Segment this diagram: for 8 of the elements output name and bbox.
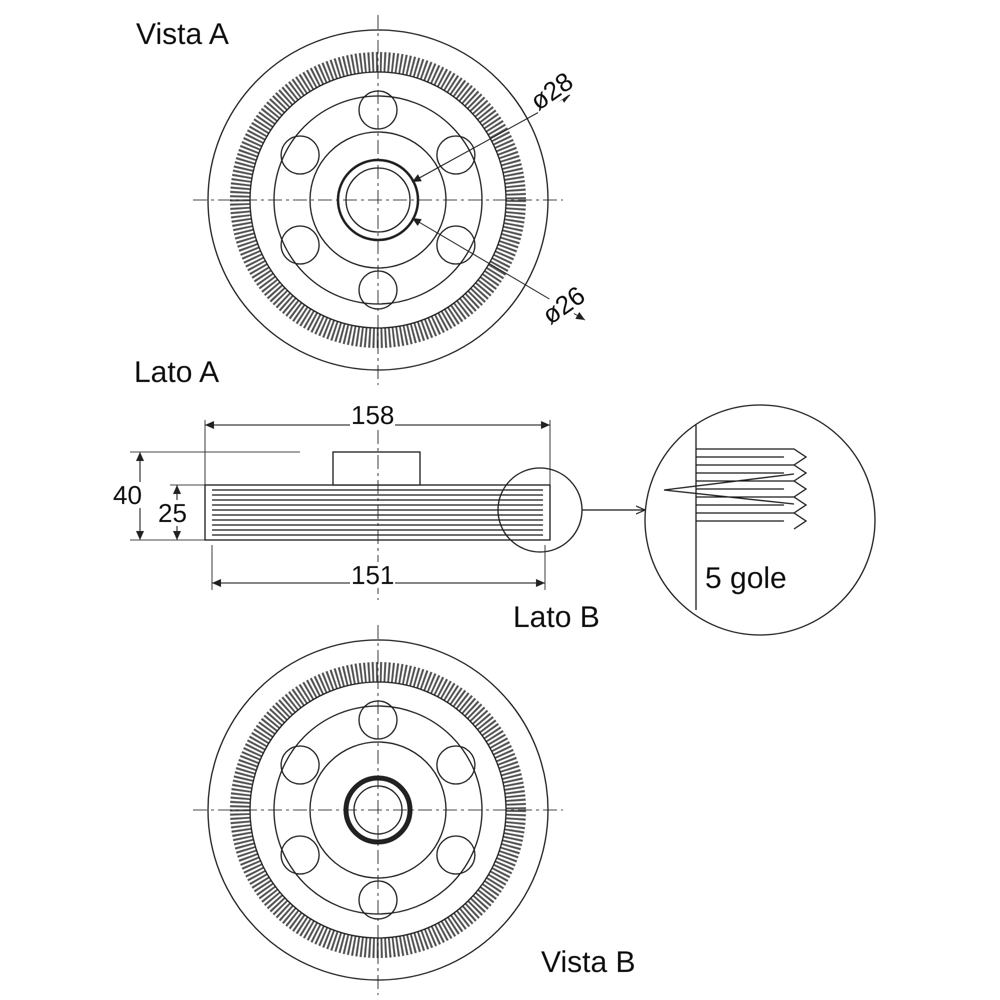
magnified-detail-circle (644, 404, 876, 636)
arrow (582, 505, 646, 515)
detail-circle (497, 467, 583, 553)
dimension-label: 158 (350, 402, 396, 428)
dimension-label: 40 (112, 482, 143, 508)
dimension-label: 25 (157, 500, 188, 526)
dimension-label: 151 (350, 562, 396, 588)
detail-label: 5 gole (704, 564, 788, 594)
